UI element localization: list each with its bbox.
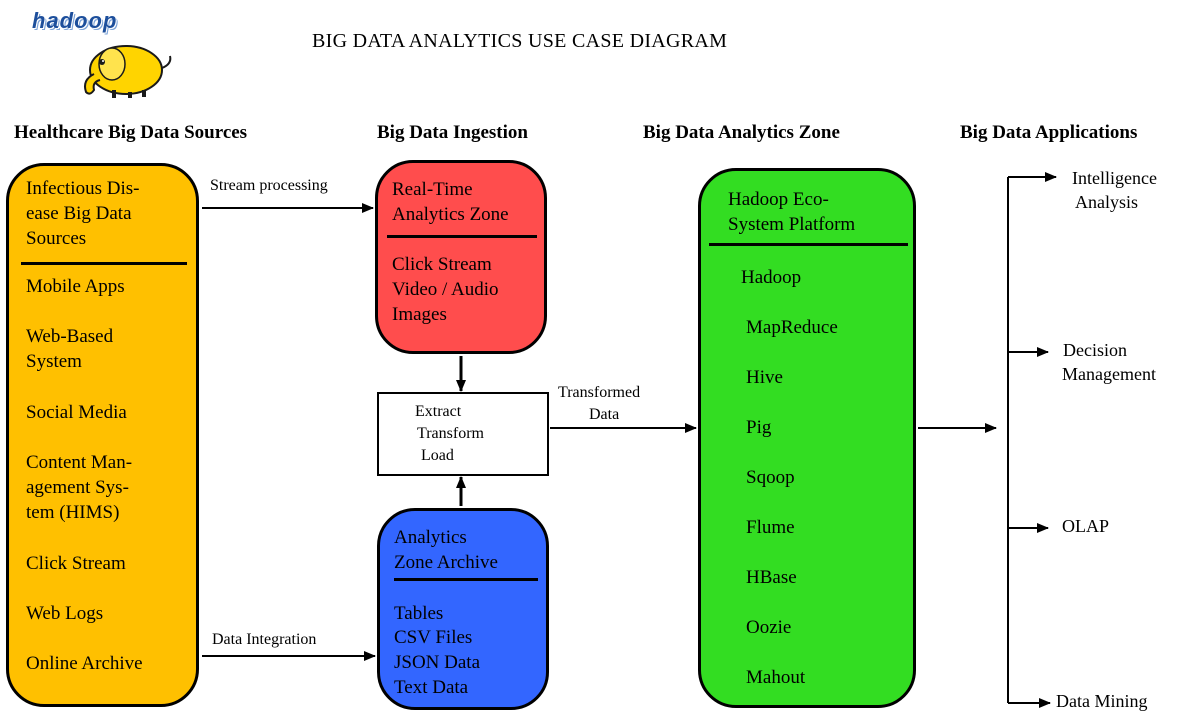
- app-decision-management: Decision: [1063, 340, 1127, 360]
- sources-header-line: Infectious Dis-: [26, 178, 140, 199]
- realtime-header-line: Real-Time: [392, 179, 473, 200]
- hadoop-item: Sqoop: [746, 467, 795, 488]
- hadoop-header-line: System Platform: [728, 214, 856, 235]
- etl-line-extract: Extract: [415, 403, 462, 420]
- hadoop-header-line: Hadoop Eco-: [728, 189, 829, 210]
- etl-box: Extract Transform Load: [377, 392, 549, 476]
- stream-processing-label: Stream processing: [210, 177, 328, 194]
- archive-item: CSV Files: [394, 627, 473, 648]
- yellow-elephant-icon: [84, 45, 172, 98]
- hadoop-item: Oozie: [746, 617, 792, 638]
- column-heading-analytics: Big Data Analytics Zone: [643, 122, 840, 143]
- column-heading-applications: Big Data Applications: [960, 122, 1138, 143]
- column-heading-ingestion: Big Data Ingestion: [377, 122, 528, 143]
- source-item-web-based: Web-Based: [26, 326, 114, 347]
- archive-item: Tables: [394, 603, 444, 624]
- app-olap: OLAP: [1062, 516, 1110, 536]
- hadoop-ecosystem-box: Hadoop Eco- System Platform Hadoop MapRe…: [698, 168, 916, 708]
- realtime-item: Click Stream: [392, 254, 492, 275]
- hadoop-item: MapReduce: [746, 317, 838, 338]
- source-item-click-stream: Click Stream: [26, 553, 126, 574]
- realtime-header-line: Analytics Zone: [392, 204, 509, 225]
- transformed-data-label: Transformed: [558, 384, 641, 401]
- realtime-item: Images: [392, 304, 447, 325]
- etl-line-transform: Transform: [417, 425, 484, 442]
- hadoop-item: Pig: [746, 417, 772, 438]
- hadoop-item: Mahout: [746, 667, 806, 688]
- hadoop-item: Hive: [746, 367, 783, 388]
- source-item-web-logs: Web Logs: [26, 603, 104, 624]
- archive-divider: [394, 578, 538, 581]
- analytics-archive-box: Analytics Zone Archive Tables CSV Files …: [377, 508, 549, 710]
- hadoop-item: Hadoop: [741, 267, 802, 288]
- source-item-mobile-apps: Mobile Apps: [26, 276, 125, 297]
- sources-box: Infectious Dis- ease Big Data Sources Mo…: [6, 163, 199, 707]
- hadoop-logo-text: hadoop: [32, 8, 118, 33]
- archive-item: JSON Data: [394, 652, 481, 673]
- transformed-data-label: Data: [589, 406, 620, 423]
- data-integration-label: Data Integration: [212, 631, 317, 648]
- sources-header-line: ease Big Data: [26, 203, 132, 224]
- hadoop-divider: [709, 243, 908, 246]
- hadoop-item: Flume: [746, 517, 795, 538]
- hadoop-item: HBase: [746, 567, 797, 588]
- source-item-content-management: tem (HIMS): [26, 502, 120, 523]
- app-intelligence-analysis: Intelligence: [1072, 168, 1157, 188]
- app-decision-management: Management: [1062, 364, 1156, 384]
- archive-header-line: Analytics: [394, 527, 467, 548]
- app-data-mining: Data Mining: [1056, 691, 1148, 711]
- archive-item: Text Data: [394, 677, 469, 698]
- column-heading-sources: Healthcare Big Data Sources: [14, 122, 248, 143]
- app-intelligence-analysis: Analysis: [1075, 192, 1138, 212]
- source-item-web-based: System: [26, 351, 82, 372]
- source-item-content-management: Content Man-: [26, 452, 133, 473]
- sources-header-line: Sources: [26, 228, 87, 249]
- realtime-divider: [387, 235, 537, 238]
- source-item-social-media: Social Media: [26, 402, 127, 423]
- archive-header-line: Zone Archive: [394, 552, 498, 573]
- source-item-online-archive: Online Archive: [26, 653, 143, 674]
- realtime-analytics-box: Real-Time Analytics Zone Click Stream Vi…: [375, 160, 547, 354]
- source-item-content-management: agement Sys-: [26, 477, 129, 498]
- realtime-item: Video / Audio: [392, 279, 499, 300]
- sources-divider: [21, 262, 187, 265]
- etl-line-load: Load: [421, 447, 454, 464]
- diagram-title: BIG DATA ANALYTICS USE CASE DIAGRAM: [312, 30, 728, 52]
